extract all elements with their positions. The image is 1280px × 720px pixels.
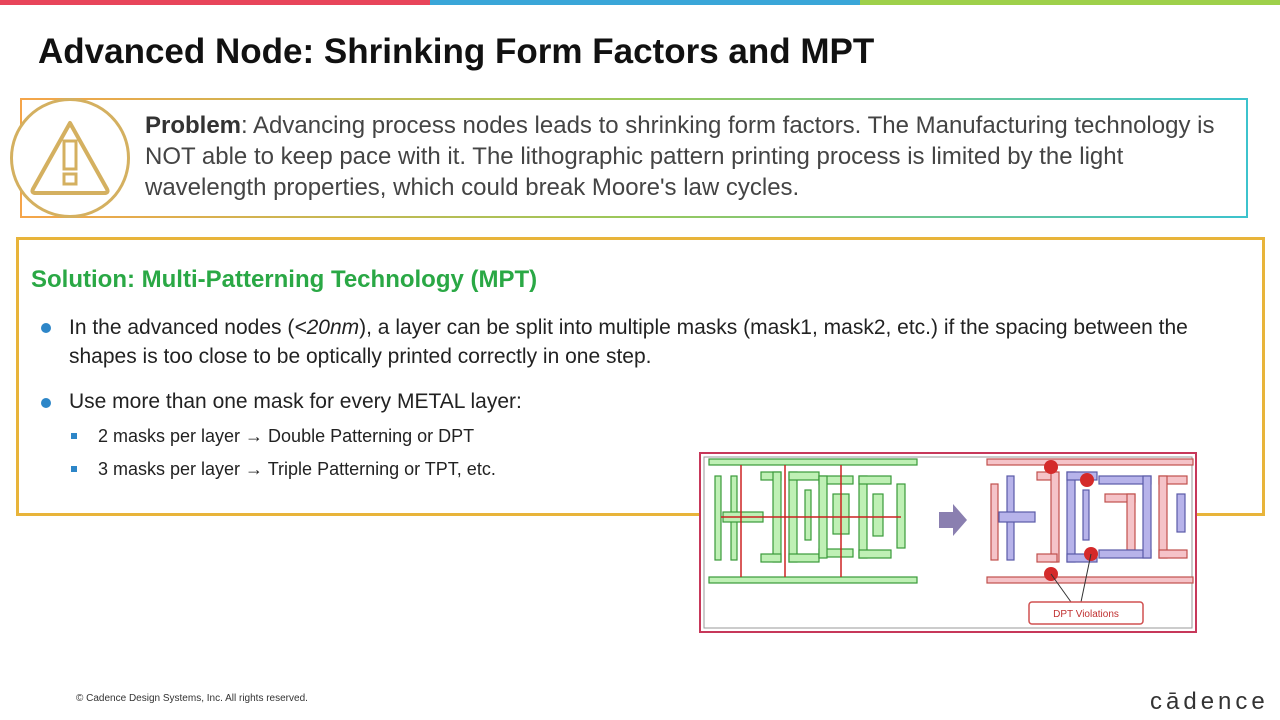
sub-bullet-square: [71, 433, 77, 439]
slide-title: Advanced Node: Shrinking Form Factors an…: [38, 32, 875, 71]
warning-icon: [30, 121, 110, 195]
copyright-footer: © Cadence Design Systems, Inc. All right…: [76, 693, 308, 704]
cadence-logo: cādence: [1150, 688, 1269, 715]
layout-illustration: DPT Violations: [703, 456, 1194, 629]
solution-title: Solution: Multi-Patterning Technology (M…: [31, 266, 538, 293]
bullet-metal-layer: Use more than one mask for every METAL l…: [69, 390, 522, 413]
bullet1-pre: In the advanced nodes (: [69, 316, 295, 339]
problem-box: [20, 98, 1248, 218]
sub-bullet-tpt: 3 masks per layer → Triple Patterning or…: [98, 459, 496, 479]
bullet1-post: ), a layer can be split into multiple ma…: [69, 316, 1188, 368]
mpt-diagram: DPT Violations: [699, 452, 1197, 633]
solution-box: [16, 237, 1265, 516]
bullet-advanced-nodes: In the advanced nodes (<20nm), a layer c…: [69, 313, 1239, 371]
sub-bullet-dpt: 2 masks per layer → Double Patterning or…: [98, 426, 475, 446]
bullet-dot: [41, 398, 51, 408]
top-accent-bar: [0, 0, 1280, 5]
dpt-violations-label: DPT Violations: [1053, 609, 1119, 620]
warning-badge: [10, 98, 130, 218]
sub-bullet-square: [71, 466, 77, 472]
problem-text: Problem: Advancing process nodes leads t…: [145, 110, 1235, 203]
problem-label: Problem: [145, 112, 242, 139]
bullet-dot: [41, 323, 51, 333]
problem-description: : Advancing process nodes leads to shrin…: [145, 112, 1215, 201]
bullet1-node-size: <20nm: [294, 316, 360, 339]
